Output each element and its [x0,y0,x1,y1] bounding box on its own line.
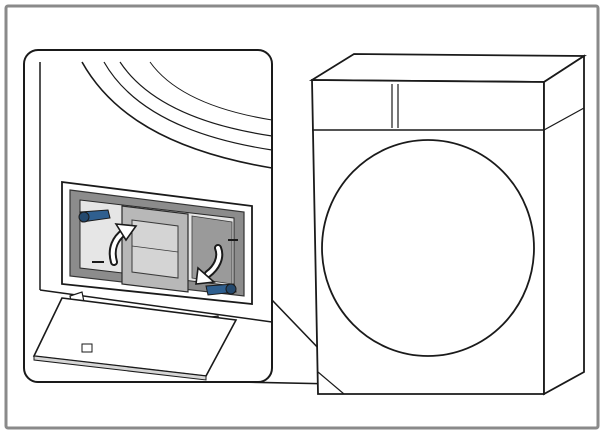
dryer-top [312,54,584,82]
lever-handle-bottom-icon [206,284,236,295]
dryer-side [544,56,584,394]
dryer-machine [312,54,584,394]
detail-inset [24,50,272,382]
flap-tab [82,344,92,352]
dryer-door [322,140,534,356]
